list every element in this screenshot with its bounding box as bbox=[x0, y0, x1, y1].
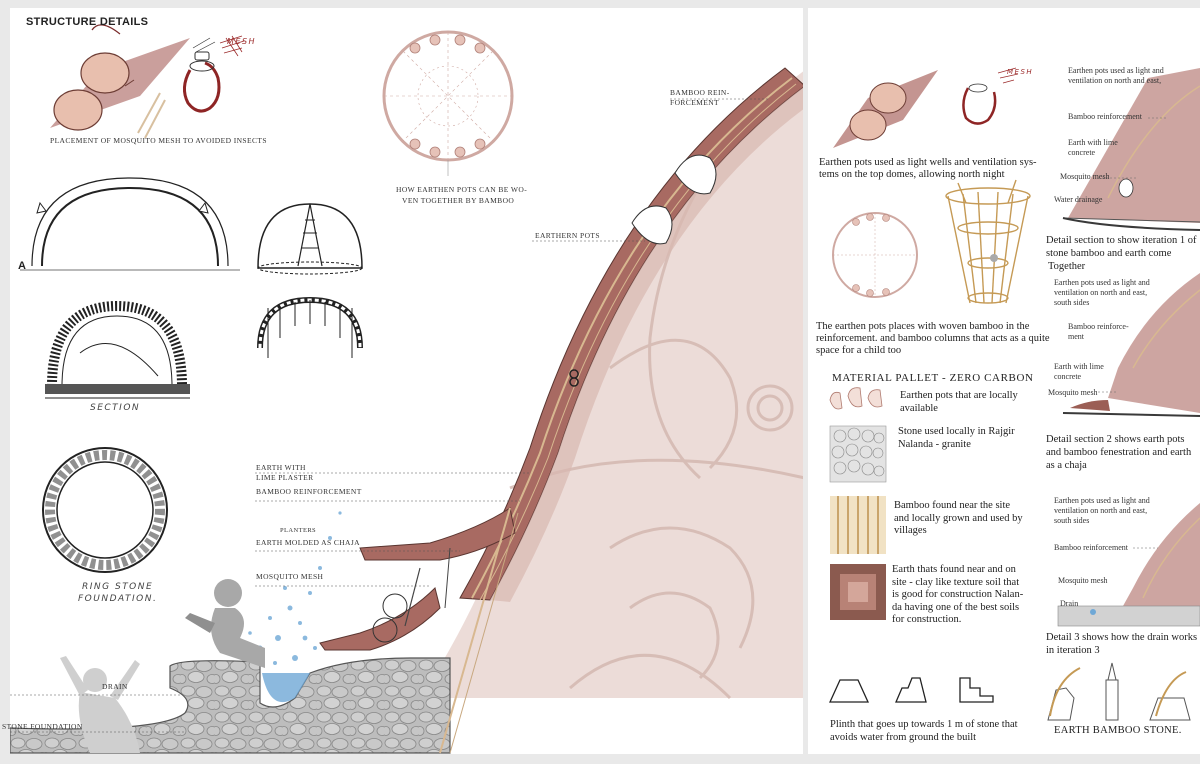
details-drawings bbox=[828, 67, 1200, 721]
woven-text-line-3: space for a child too bbox=[816, 345, 902, 356]
plinth-text-line-2: avoids water from ground the built bbox=[830, 732, 977, 743]
detail-leader-lines bbox=[1098, 117, 1168, 549]
d2-mesh: Mosquito mesh bbox=[1048, 388, 1098, 397]
ring-stone-foundation-sketch bbox=[42, 447, 168, 573]
d3-mesh: Mosquito mesh bbox=[1058, 576, 1108, 585]
mosquito-mesh-sketch bbox=[50, 24, 245, 139]
section-label: SECTION bbox=[90, 403, 141, 413]
dome-sketches bbox=[257, 203, 363, 358]
d1-earth-line-2: concrete bbox=[1068, 148, 1096, 157]
ring-stone-label-line-2: FOUNDATION. bbox=[78, 594, 158, 604]
mesh-label-right: MESH bbox=[1007, 68, 1034, 76]
d2-earth-line-1: Earth with lime bbox=[1054, 362, 1104, 371]
d2-earth-line-2: concrete bbox=[1054, 372, 1082, 381]
material-earth: Earth thats found near and on site - cla… bbox=[892, 564, 1024, 625]
drain-label: DRAIN bbox=[102, 682, 128, 691]
arch-thrust-sketch bbox=[20, 177, 240, 271]
ring-stone-label-line-1: RING STONE bbox=[82, 582, 154, 592]
mosquito-mesh-caption: PLACEMENT OF MOSQUITO MESH TO AVOIDED IN… bbox=[50, 136, 267, 145]
arch-label: A bbox=[18, 260, 27, 272]
d2-caption-line-1: Detail section 2 shows earth pots bbox=[1046, 434, 1185, 445]
d1-caption-line-1: Detail section to show iteration 1 of bbox=[1046, 235, 1197, 246]
stone-foundation-label: STONE FOUNDATION bbox=[2, 722, 83, 731]
plinth-icons bbox=[828, 677, 994, 703]
d2-pots-line-3: south sides bbox=[1054, 298, 1090, 307]
woven-pots-caption-line-1: HOW EARTHEN POTS CAN BE WO- bbox=[396, 185, 528, 194]
leader-lines bbox=[10, 98, 770, 733]
d1-earth-line-1: Earth with lime bbox=[1068, 138, 1118, 147]
mesh-label: MESH bbox=[227, 37, 257, 46]
earth-with-lime-line-1: EARTH WITH bbox=[256, 463, 306, 472]
d2-caption-line-2: and bamboo fenestration and earth bbox=[1046, 447, 1192, 458]
d2-caption-line-3: as a chaja bbox=[1046, 460, 1087, 471]
d3-pots-line-2: ventilation on north and east, bbox=[1054, 506, 1148, 515]
bamboo-column-sketch bbox=[945, 179, 1031, 304]
material-swatches bbox=[829, 387, 887, 620]
woven-text-line-2: reinforcement. and bamboo columns that a… bbox=[816, 333, 1050, 344]
pots-sketch-right bbox=[833, 67, 1019, 148]
material-bamboo: Bamboo found near the site and locally g… bbox=[894, 500, 1023, 536]
d3-bamboo: Bamboo reinforcement bbox=[1054, 543, 1128, 552]
woven-text-line-1: The earthen pots places with woven bambo… bbox=[816, 321, 1030, 332]
d3-pots-line-1: Earthen pots used as light and bbox=[1054, 496, 1150, 505]
planters-label: PLANTERS bbox=[280, 527, 317, 534]
d3-caption-line-2: in iteration 3 bbox=[1046, 645, 1100, 656]
material-pallet-heading: MATERIAL PALLET - ZERO CARBON bbox=[832, 372, 1034, 384]
pots-text-line-1: Earthen pots used as light wells and ven… bbox=[819, 157, 1037, 168]
dome-section-drawing bbox=[10, 67, 803, 754]
child-playing-figure bbox=[60, 656, 140, 753]
d1-bamboo: Bamboo reinforcement bbox=[1068, 112, 1142, 121]
plinth-text-line-1: Plinth that goes up towards 1 m of stone… bbox=[830, 719, 1018, 730]
child-reading-figure bbox=[185, 579, 265, 668]
d3-pots-line-3: south sides bbox=[1054, 516, 1090, 525]
structure-details-title: STRUCTURE DETAILS bbox=[26, 16, 149, 28]
earthern-pots-label: EARTHERN POTS bbox=[535, 231, 600, 240]
details-and-materials-panel: MESH Earthen pots used as light wells an… bbox=[808, 8, 1200, 754]
d2-pots-line-1: Earthen pots used as light and bbox=[1054, 278, 1150, 287]
woven-pots-caption-line-2: VEN TOGETHER BY BAMBOO bbox=[402, 196, 515, 205]
d1-mesh: Mosquito mesh bbox=[1060, 172, 1110, 181]
material-stone: Stone used locally in Rajgir Nalanda - g… bbox=[898, 426, 1015, 450]
section-sketch bbox=[45, 300, 190, 399]
d2-pots-line-2: ventilation on north and east, bbox=[1054, 288, 1148, 297]
detail-section-2 bbox=[1062, 273, 1200, 417]
d1-drainage: Water drainage bbox=[1054, 195, 1103, 204]
detail-section-3 bbox=[1057, 503, 1200, 627]
material-earthen-pots: Earthen pots that are locally available bbox=[900, 390, 1018, 414]
d1-pots-line-1: Earthen pots used as light and bbox=[1068, 66, 1164, 75]
earth-with-lime-line-2: LIME PLASTER bbox=[256, 473, 314, 482]
d1-caption-line-2: stone bamboo and earth come bbox=[1046, 248, 1172, 259]
d1-caption-line-3: Together bbox=[1048, 261, 1086, 272]
d2-bamboo-line-2: ment bbox=[1068, 332, 1084, 341]
detail-section-1 bbox=[1062, 68, 1200, 231]
structure-drawings bbox=[10, 24, 803, 754]
mosquito-mesh-label: MOSQUITO MESH bbox=[256, 572, 324, 581]
structure-details-panel: STRUCTURE DETAILS MESH PLACEMENT OF MOSQ… bbox=[2, 8, 803, 754]
d3-drain: Drain bbox=[1060, 599, 1079, 608]
earth-bamboo-stone-label: EARTH BAMBOO STONE. bbox=[1054, 725, 1182, 736]
d3-caption-line-1: Detail 3 shows how the drain works bbox=[1046, 632, 1198, 643]
d2-bamboo-line-1: Bamboo reinforce- bbox=[1068, 322, 1129, 331]
woven-pots-plan bbox=[382, 30, 514, 176]
bamboo-reinforcement-top-line-1: BAMBOO REIN- bbox=[670, 88, 730, 97]
bamboo-reinforcement-top-line-2: FORCEMENT bbox=[670, 98, 720, 107]
pots-text-line-2: tems on the top domes, allowing north ni… bbox=[819, 169, 1005, 180]
earth-bamboo-stone-sketch bbox=[1047, 662, 1191, 721]
bamboo-reinforcement-label: BAMBOO REINFORCEMENT bbox=[256, 487, 362, 496]
pots-plan-right bbox=[832, 212, 918, 298]
d1-pots-line-2: ventilation on north and east, bbox=[1068, 76, 1162, 85]
earth-molded-chaja-label: EARTH MOLDED AS CHAJA bbox=[256, 538, 360, 547]
